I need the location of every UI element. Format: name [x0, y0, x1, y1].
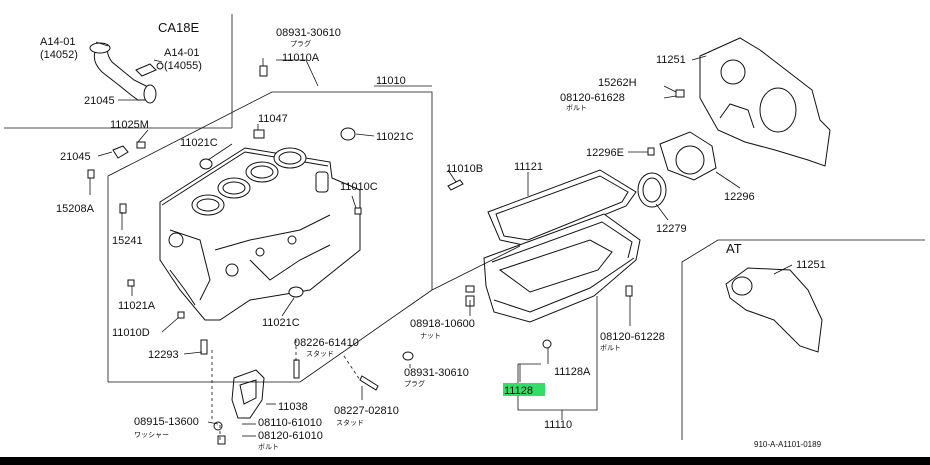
label-12293: 12293 [148, 349, 179, 361]
label-11128a: 11128A [554, 366, 591, 378]
label-12279: 12279 [656, 223, 687, 235]
label-nut: ナット [420, 332, 441, 340]
label-a14-01-left: A14-01 [40, 36, 75, 48]
label-08915-13600: 08915-13600 [134, 416, 199, 428]
bracket-drawing [213, 369, 265, 445]
label-11021a: 11021A [118, 300, 156, 312]
section-title-ca18e: CA18E [158, 20, 200, 35]
dashed-guides [211, 340, 361, 440]
label-12296e: 12296E [586, 147, 624, 159]
label-11251-top: 11251 [656, 54, 686, 66]
label-08120-61010: 08120-61010 [258, 430, 323, 442]
label-11010c: 11010C [340, 181, 378, 193]
label-12296: 12296 [724, 191, 755, 203]
leader-lines [89, 41, 793, 437]
oil-pan-drawing [465, 213, 641, 349]
rear-plate-drawing [699, 37, 831, 167]
label-08931-30610-b: 08931-30610 [404, 367, 469, 379]
rear-seal-drawing [637, 89, 717, 208]
label-15262h: 15262H [598, 77, 637, 89]
label-washer: ワッシャー [134, 431, 169, 439]
label-11010b: 11010B [446, 163, 483, 175]
label-bolt-c: ボルト [566, 104, 587, 112]
label-11010d: 11010D [112, 327, 150, 339]
label-11021c-bottom: 11021C [262, 317, 300, 329]
water-pipe-drawing [89, 42, 164, 104]
at-frame [681, 239, 925, 440]
label-15241: 15241 [112, 235, 143, 247]
bottom-border-bar [0, 457, 930, 465]
label-11010a: 11010A [282, 52, 320, 64]
label-11121: 11121 [514, 161, 543, 173]
label-08120-61228: 08120-61228 [600, 331, 665, 343]
section-title-at: AT [726, 241, 742, 256]
label-08227-02810: 08227-02810 [334, 405, 399, 417]
label-11038: 11038 [278, 401, 308, 413]
label-15208a: 15208A [56, 203, 95, 215]
label-11110: 11110 [544, 419, 572, 431]
label-bolt-b: ボルト [600, 344, 621, 352]
label-11021c-top: 11021C [180, 137, 218, 149]
ca18e-frame [4, 14, 233, 129]
label-14052: (14052) [40, 49, 78, 61]
diagram-reference-code: 910-A-A1101-0189 [754, 440, 822, 449]
at-plate-drawing [725, 267, 823, 353]
label-a14-01-right: A14-01 [164, 47, 199, 59]
label-stud-a: スタッド [306, 349, 334, 358]
label-11251-at: 11251 [796, 259, 826, 271]
label-11128[interactable]: 11128 [504, 385, 533, 397]
label-08918-10600: 08918-10600 [410, 318, 475, 330]
label-plug-b: プラグ [404, 379, 425, 388]
label-08120-61628: 08120-61628 [560, 92, 625, 104]
label-plug-a: プラグ [290, 39, 311, 48]
cylinder-block-drawing [159, 147, 361, 321]
label-11010: 11010 [376, 75, 406, 87]
highlight-11128 [503, 383, 545, 396]
label-11047: 11047 [258, 113, 288, 125]
label-08931-30610-a: 08931-30610 [276, 27, 341, 39]
block-small-parts [87, 65, 464, 391]
oil-pan-gasket-drawing [487, 169, 637, 247]
label-08110-61010: 08110-61010 [258, 417, 322, 429]
label-08226-61410: 08226-61410 [294, 337, 359, 349]
block-outline-box [107, 91, 433, 383]
label-stud-b: スタッド [336, 418, 364, 427]
label-11021c-right: 11021C [376, 131, 414, 143]
label-21045-top: 21045 [84, 95, 115, 107]
label-bolt-a: ボルト [258, 443, 279, 451]
label-14055: (14055) [164, 60, 202, 72]
label-21045-mid: 21045 [60, 151, 91, 163]
label-11025m: 11025M [110, 119, 149, 131]
